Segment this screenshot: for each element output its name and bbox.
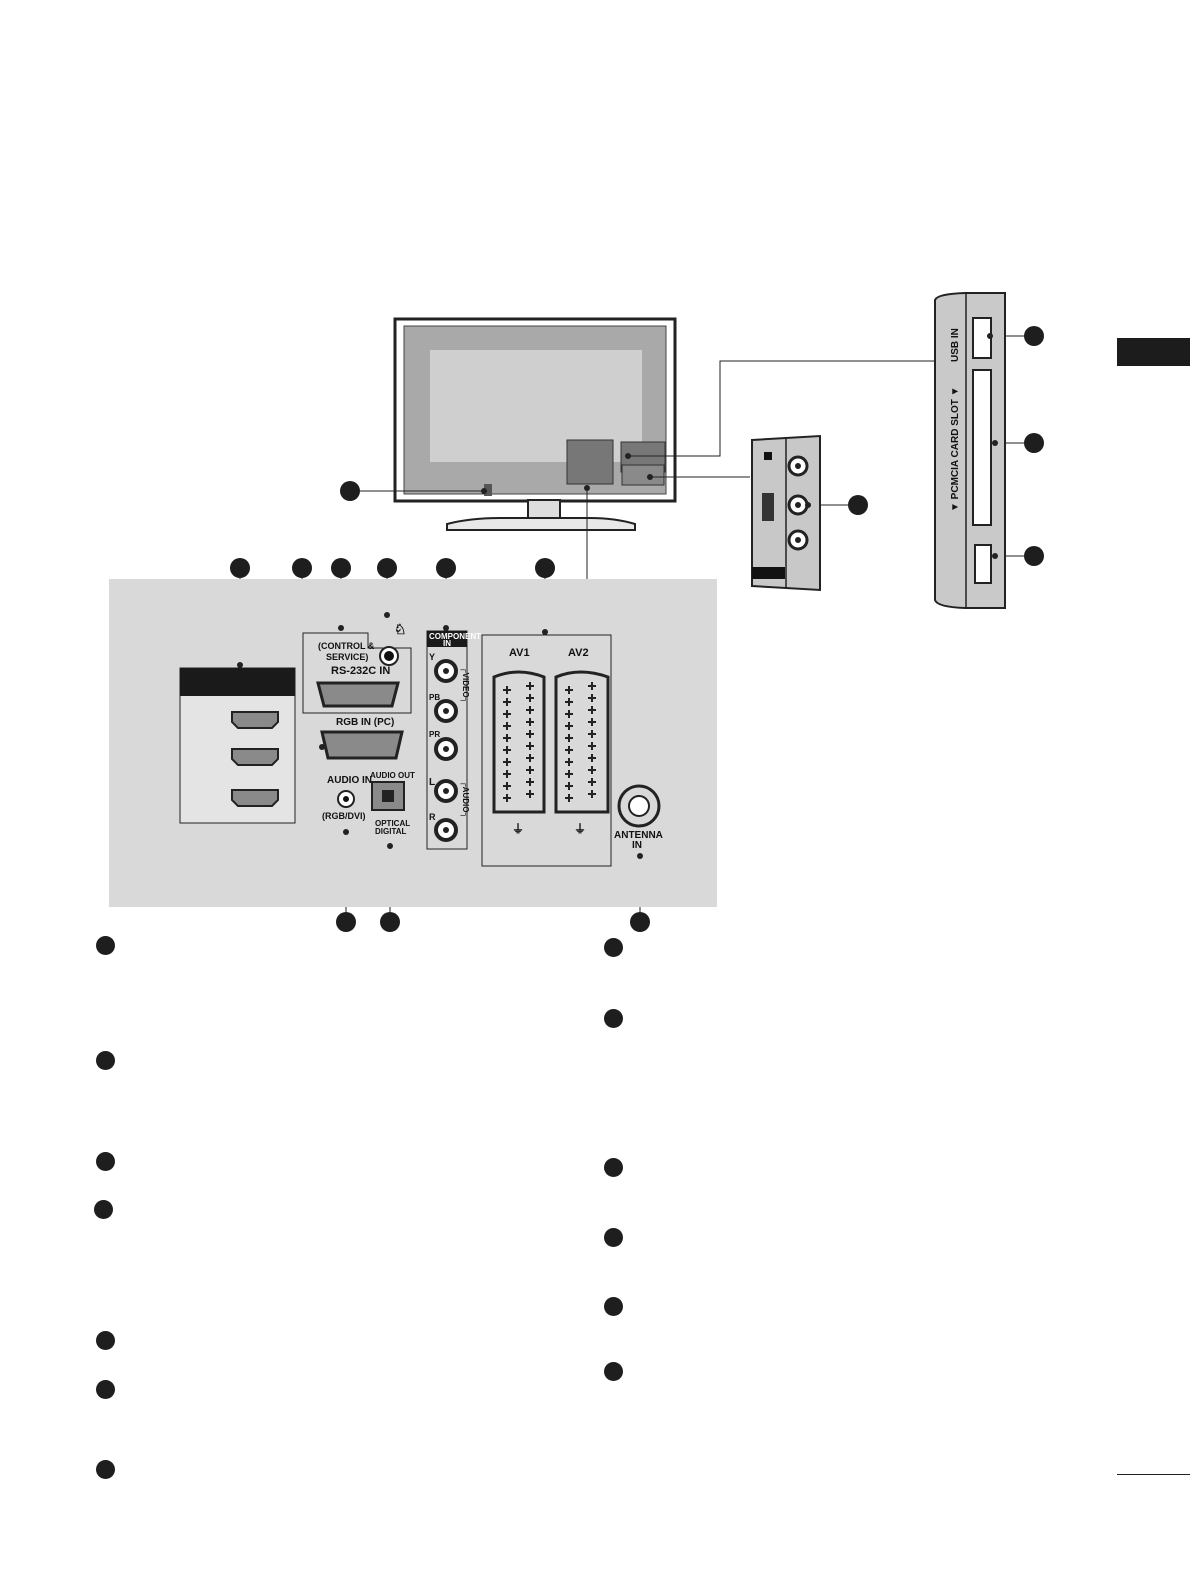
rear-connection-panel: (CONTROL & SERVICE) RS-232C IN ♘ RGB IN … — [109, 579, 717, 907]
rs232-port — [316, 681, 400, 708]
description-bullet — [96, 936, 115, 955]
av1-scart-port — [492, 670, 546, 814]
control-label-2: SERVICE) — [326, 652, 368, 662]
usb-in-label: USB IN — [950, 328, 961, 362]
optical-label-2: DIGITAL — [375, 827, 407, 836]
av2-scart-symbol: ⏚ — [574, 822, 586, 836]
headphone-icon: ♘ — [394, 621, 407, 637]
callout-marker — [630, 912, 650, 932]
hdmi-port-1 — [231, 711, 279, 729]
description-bullet — [604, 1228, 623, 1247]
callout-marker — [331, 558, 351, 578]
callout-marker — [380, 912, 400, 932]
av2-scart-port — [554, 670, 610, 814]
optical-label-1: OPTICAL — [375, 819, 410, 828]
description-bullet — [604, 1297, 623, 1316]
av2-label: AV2 — [568, 647, 589, 659]
callout-marker — [1024, 326, 1044, 346]
antenna-label-1: ANTENNA — [614, 830, 663, 841]
audio-out-label: AUDIO OUT — [370, 771, 415, 780]
callout-marker — [535, 558, 555, 578]
audio-in-label: AUDIO IN — [327, 775, 372, 786]
callout-marker — [340, 481, 360, 501]
rgb-port — [320, 730, 404, 760]
video-label: ┌VIDEO┐ — [460, 667, 470, 703]
side-panel: USB IN ▼ PCMCIA CARD SLOT ▼ — [934, 292, 1006, 609]
description-bullet — [96, 1460, 115, 1479]
pb-label: PB — [429, 693, 440, 702]
l-label: L — [429, 777, 435, 788]
callout-marker — [848, 495, 868, 515]
callout-marker — [1024, 433, 1044, 453]
y-label: Y — [429, 652, 435, 662]
tv-rear-illustration — [393, 317, 677, 531]
rs232-label: RS-232C IN — [331, 665, 390, 677]
r-label: R — [429, 812, 436, 822]
pcmcia-label: ▼ PCMCIA CARD SLOT ▼ — [950, 386, 961, 512]
audio-in-sub-label: (RGB/DVI) — [322, 811, 366, 821]
pcmcia-slot — [972, 369, 992, 526]
rgb-label: RGB IN (PC) — [336, 717, 394, 728]
callout-marker — [230, 558, 250, 578]
pr-label: PR — [429, 730, 440, 739]
description-bullet — [604, 1009, 623, 1028]
audio-label: ┌AUDIO┐ — [460, 781, 470, 818]
callout-marker — [436, 558, 456, 578]
side-av-panel — [751, 434, 821, 592]
description-bullet — [96, 1380, 115, 1399]
control-label-1: (CONTROL & — [318, 641, 375, 651]
hdmi-port-3 — [231, 789, 279, 807]
antenna-label-2: IN — [632, 840, 642, 851]
description-bullet — [604, 1158, 623, 1177]
callout-marker — [377, 558, 397, 578]
component-label-1: COMPONENT — [429, 632, 481, 641]
callout-markers — [230, 326, 1044, 932]
description-bullet — [604, 938, 623, 957]
av1-label: AV1 — [509, 647, 530, 659]
callout-marker — [336, 912, 356, 932]
description-bullet — [604, 1362, 623, 1381]
chapter-tab-marker — [1117, 338, 1190, 366]
hdmi-port-2 — [231, 748, 279, 766]
description-bullet — [96, 1331, 115, 1350]
callout-marker — [292, 558, 312, 578]
callout-marker — [1024, 546, 1044, 566]
av1-scart-symbol: ⏚ — [512, 822, 524, 836]
leader-endpoints — [237, 333, 998, 859]
component-label-2: IN — [443, 639, 451, 648]
description-bullet — [96, 1152, 115, 1171]
description-bullet — [94, 1200, 113, 1219]
page-number-rule — [1117, 1474, 1190, 1475]
description-bullet — [96, 1051, 115, 1070]
hdmi-side-port — [974, 544, 992, 584]
